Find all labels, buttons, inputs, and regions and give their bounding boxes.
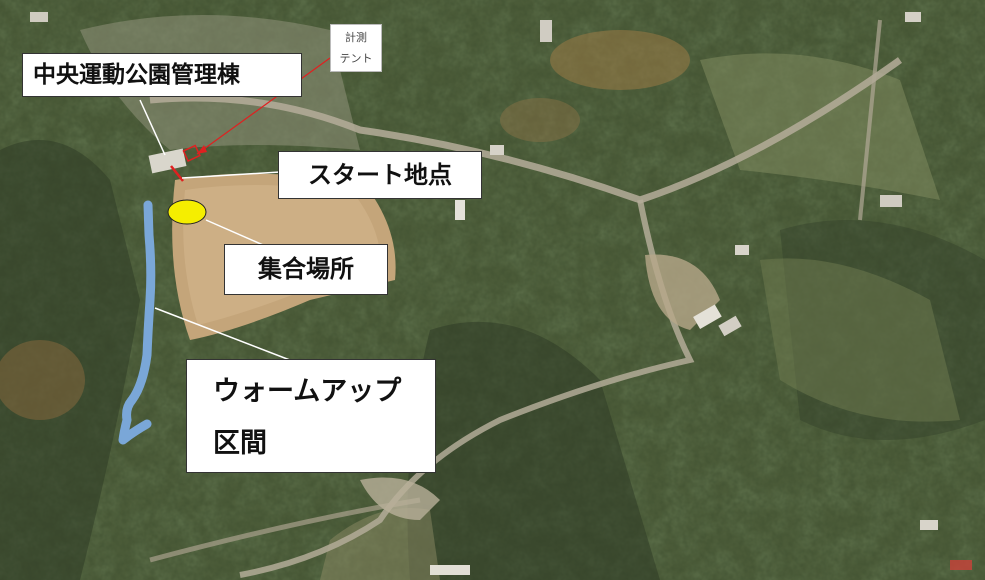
- tent-label: 計測 テント: [330, 24, 382, 72]
- warmup-label: ウォームアップ 区間: [186, 359, 436, 473]
- start-marker: [170, 165, 184, 182]
- tent-marker: [182, 144, 201, 162]
- warmup-label-line1: ウォームアップ: [213, 376, 402, 407]
- tent-pointer-arrowhead: [197, 145, 207, 154]
- warmup-route: [118, 200, 156, 445]
- building-label: 中央運動公園管理棟: [22, 53, 302, 97]
- tent-pointer: [196, 57, 331, 155]
- building-pointer: [139, 99, 166, 156]
- warmup-pointer: [154, 307, 296, 363]
- tent-label-line1: 計測: [345, 31, 367, 44]
- gathering-pointer: [205, 219, 271, 249]
- start-label: スタート地点: [278, 151, 482, 199]
- gathering-marker: [167, 199, 207, 225]
- warmup-label-line2: 区間: [213, 428, 267, 459]
- gathering-label: 集合場所: [224, 244, 388, 295]
- tent-label-line2: テント: [339, 52, 373, 65]
- start-pointer: [181, 171, 281, 179]
